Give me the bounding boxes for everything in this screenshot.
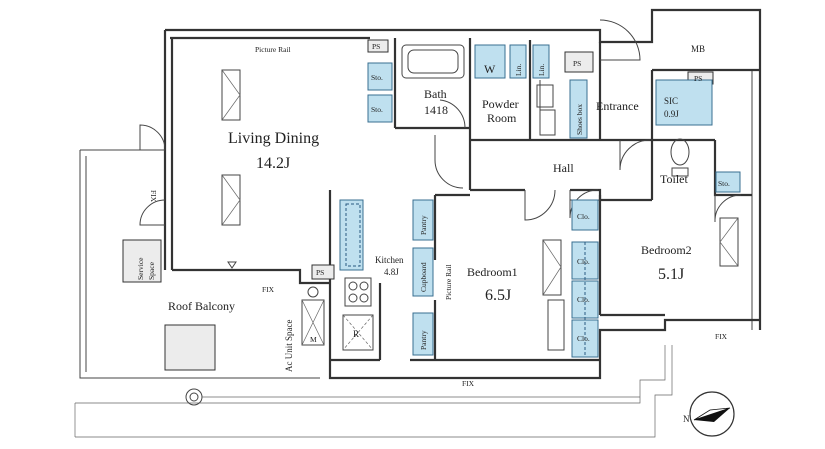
cooktop bbox=[344, 277, 372, 307]
linen-label-2: Lin. bbox=[537, 64, 546, 76]
kitchen-size: 4.8J bbox=[384, 267, 399, 277]
service-space-label-2: Space bbox=[147, 261, 156, 280]
linen-label-1: Lin. bbox=[514, 64, 523, 76]
balcony-items bbox=[122, 239, 640, 406]
linen-closet-1 bbox=[509, 44, 527, 79]
closet-label-1: Clo. bbox=[577, 212, 590, 221]
toilet-storage bbox=[715, 171, 741, 193]
sto-label-3: Sto. bbox=[718, 179, 730, 188]
pantry-upper bbox=[412, 199, 434, 241]
closet-label-2: Clo. bbox=[577, 257, 590, 266]
entrance-label: Entrance bbox=[596, 99, 639, 113]
ps-label-3: PS bbox=[694, 74, 702, 83]
ps-label-4: PS bbox=[316, 268, 324, 277]
fix-label-4: FIX bbox=[715, 332, 728, 341]
linen-closet-2 bbox=[532, 44, 550, 79]
cupboard-label: Cupboard bbox=[419, 262, 428, 292]
ac-unit-space-label: Ac Unit Space bbox=[284, 320, 294, 372]
sic-size: 0.9J bbox=[664, 109, 679, 119]
toilet-label: Toilet bbox=[660, 172, 688, 186]
bathtub bbox=[401, 44, 465, 79]
sto-label-2: Sto. bbox=[371, 105, 383, 114]
bedroom2-size: 5.1J bbox=[658, 266, 684, 283]
bedroom1-fixture bbox=[542, 239, 562, 296]
refrigerator-label: R bbox=[353, 329, 359, 339]
toilet-bowl bbox=[670, 138, 690, 166]
labels: Living Dining 14.2J Bath 1418 Powder Roo… bbox=[136, 42, 730, 424]
closet-label-3: Clo. bbox=[577, 295, 590, 304]
kitchen-fixtures bbox=[342, 277, 374, 351]
fix-label-1: FIX bbox=[149, 190, 158, 203]
wash-basin bbox=[536, 84, 554, 108]
picture-rail-label-1: Picture Rail bbox=[255, 45, 291, 54]
service-space-label-1: Service bbox=[136, 257, 145, 280]
living-dining-size: 14.2J bbox=[256, 155, 290, 172]
roof-balcony-label: Roof Balcony bbox=[168, 299, 235, 313]
kitchen-counter bbox=[339, 199, 364, 271]
compass-needle-icon bbox=[694, 408, 730, 422]
washer-label: W bbox=[484, 62, 496, 76]
sic-label: SIC bbox=[664, 96, 678, 106]
outer-walls bbox=[74, 8, 762, 438]
kitchen-label: Kitchen bbox=[375, 255, 404, 265]
living-dining-label: Living Dining bbox=[228, 130, 319, 147]
meter-label: M bbox=[310, 335, 317, 344]
storage-unit-2 bbox=[367, 94, 393, 123]
ps-shaft-living bbox=[367, 39, 389, 53]
pantry-label-2: Pantry bbox=[419, 330, 428, 350]
shoes-box-label: Shoes box bbox=[575, 104, 584, 135]
cupboard bbox=[412, 247, 434, 297]
bath-size: 1418 bbox=[424, 103, 448, 117]
fix-label-3: FIX bbox=[462, 379, 475, 388]
powder-room-label-2: Room bbox=[487, 111, 517, 125]
sto-label-1: Sto. bbox=[371, 73, 383, 82]
ceiling-fixture-1 bbox=[221, 69, 241, 121]
pantry-label-1: Pantry bbox=[419, 215, 428, 235]
storage-units bbox=[311, 39, 741, 358]
sic-storage bbox=[655, 79, 713, 126]
ps-label-2: PS bbox=[573, 59, 581, 68]
ceiling-fixture-2 bbox=[221, 174, 241, 226]
closet-label-4: Clo. bbox=[577, 334, 590, 343]
living-marks bbox=[221, 69, 739, 351]
ac-unit bbox=[301, 299, 325, 346]
bedroom2-fixture bbox=[719, 217, 739, 267]
powder-room-label-1: Powder bbox=[482, 97, 519, 111]
bedroom1-size: 6.5J bbox=[485, 287, 511, 304]
balcony-unit bbox=[164, 324, 216, 371]
compass bbox=[689, 391, 735, 437]
ps-shaft-kitchen bbox=[311, 264, 335, 280]
refrigerator bbox=[342, 314, 374, 351]
bath-fixtures bbox=[401, 44, 690, 177]
bath-label: Bath bbox=[424, 87, 447, 101]
closet-bedroom2 bbox=[571, 199, 599, 231]
compass-north-label: N bbox=[683, 414, 690, 424]
ps-shaft-powder bbox=[564, 51, 594, 73]
picture-rail-label-2: Picture Rail bbox=[444, 264, 453, 300]
ps-label-1: PS bbox=[372, 42, 380, 51]
bedroom1-label: Bedroom1 bbox=[467, 265, 518, 279]
hall-label: Hall bbox=[553, 161, 574, 175]
mb-label: MB bbox=[691, 44, 705, 54]
pantry-lower bbox=[412, 312, 434, 356]
storage-unit-1 bbox=[367, 62, 393, 91]
service-space-box bbox=[122, 239, 162, 283]
fix-label-2: FIX bbox=[262, 285, 275, 294]
washer-space bbox=[474, 44, 506, 79]
drain bbox=[185, 388, 203, 406]
bedroom2-label: Bedroom2 bbox=[641, 243, 692, 257]
shoes-box bbox=[569, 79, 588, 139]
